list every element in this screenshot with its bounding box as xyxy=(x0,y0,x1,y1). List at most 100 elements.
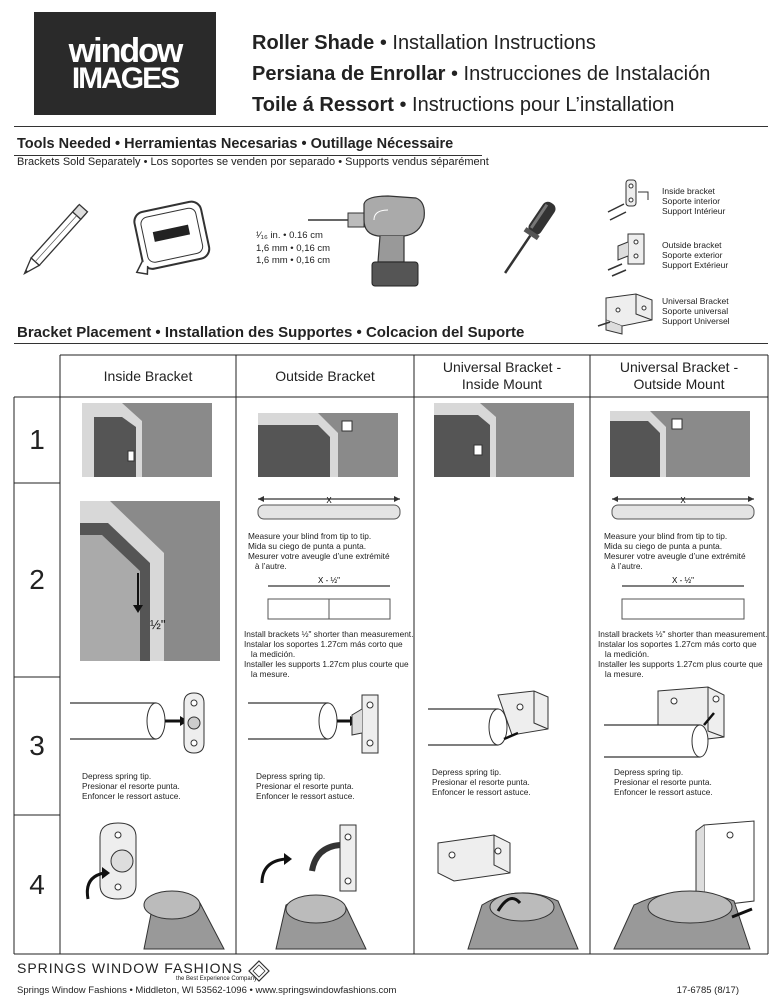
row-number: 2 xyxy=(29,564,45,595)
legend-line: Universal Bracket xyxy=(662,296,729,306)
measure-instructions: Measure your blind from tip to tip. Mida… xyxy=(248,531,390,571)
screwdriver-icon xyxy=(504,201,556,274)
roller-bracket-image xyxy=(248,694,379,754)
column-header: Inside Bracket xyxy=(103,367,193,384)
instruction-line: la mesure. xyxy=(598,669,644,679)
roller-bracket-image xyxy=(604,686,725,758)
document-number: 17-6785 (8/17) xyxy=(676,985,739,996)
instruction-line: la medición. xyxy=(598,649,650,659)
row-number: 4 xyxy=(29,868,45,900)
grid-lines xyxy=(13,354,769,955)
instruction-line: Enfoncer le ressort astuce. xyxy=(432,787,531,797)
title-en: Roller Shade • Installation Instructions xyxy=(252,32,596,54)
instruction-line: Mida su ciego de punta a punta. xyxy=(604,541,723,551)
legend-line: Support Universel xyxy=(662,316,730,326)
brand-logo: window IMAGES xyxy=(34,12,216,115)
drill-icon xyxy=(308,195,425,287)
title-block: Roller Shade • Installation Instructions… xyxy=(252,28,710,121)
instruction-line: à l’autre. xyxy=(248,561,287,571)
drill-bit-sizes: ¹⁄₁₆ in. • 0.16 cm 1,6 mm • 0,16 cm 1,6 … xyxy=(256,230,330,268)
outside-bracket-icon xyxy=(607,233,645,277)
legend-line: Support Intérieur xyxy=(662,206,726,216)
row-number: 1 xyxy=(29,424,45,455)
instruction-line: à l’autre. xyxy=(604,561,643,571)
window-corner-image xyxy=(82,403,212,477)
drill-size-line: ¹⁄₁₆ in. • 0.16 cm xyxy=(256,230,323,241)
company-address: Springs Window Fashions • Middleton, WI … xyxy=(17,985,397,996)
measure-x-half-label: X - ½" xyxy=(318,576,340,585)
instruction-line: Instalar los soportes 1.27cm más corto q… xyxy=(598,639,757,649)
divider xyxy=(14,126,768,127)
column-header: Universal Bracket - Outside Mount xyxy=(619,359,739,392)
spring-tip-instructions: Depress spring tip. Presionar el resorte… xyxy=(432,767,531,797)
roller-bracket-image xyxy=(428,690,549,746)
instruction-line: Depress spring tip. xyxy=(256,771,326,781)
instruction-line: Install brackets ½" shorter than measure… xyxy=(598,629,768,639)
instruction-line: Presionar el resorte punta. xyxy=(432,777,530,787)
column-header: Universal Bracket - Inside Mount xyxy=(442,359,562,392)
spring-tip-instructions: Depress spring tip. Presionar el resorte… xyxy=(82,771,181,801)
instruction-line: la medición. xyxy=(244,649,296,659)
measure-x-label: X xyxy=(680,496,686,505)
instruction-line: la mesure. xyxy=(244,669,290,679)
measure-x-label: X xyxy=(326,496,332,505)
instruction-line: Enfoncer le ressort astuce. xyxy=(256,791,355,801)
roller-insert-image xyxy=(437,834,579,950)
company-tagline: the Best Experience Company xyxy=(176,976,258,982)
legend-line: Outside bracket xyxy=(662,240,722,250)
divider xyxy=(14,343,768,344)
roller-bracket-image xyxy=(70,692,205,754)
title-fr: Toile á Ressort • Instructions pour L’in… xyxy=(252,94,675,116)
window-corner-image xyxy=(610,411,750,477)
install-instructions: Install brackets ½" shorter than measure… xyxy=(598,629,767,679)
legend-line: Soporte universal xyxy=(662,306,729,316)
instruction-line: Mesurer votre aveugle d’une extrémité xyxy=(248,551,390,561)
window-corner-image xyxy=(434,403,574,477)
tape-measure-icon xyxy=(133,200,211,276)
tools-heading: Tools Needed • Herramientas Necesarias •… xyxy=(17,136,454,152)
placement-grid: Inside Bracket Outside Bracket Universal… xyxy=(13,354,769,955)
instruction-line: Presionar el resorte punta. xyxy=(82,781,180,791)
instruction-line: Install brackets ½" shorter than measure… xyxy=(244,629,414,639)
company-name: SPRINGS WINDOW FASHIONS xyxy=(17,960,244,976)
spring-tip-instructions: Depress spring tip. Presionar el resorte… xyxy=(614,767,713,797)
legend-line: Soporte exterior xyxy=(662,250,723,260)
instruction-line: Depress spring tip. xyxy=(614,767,684,777)
logo-line-1: window xyxy=(68,31,184,70)
instruction-line: Presionar el resorte punta. xyxy=(614,777,712,787)
legend-line: Support Extérieur xyxy=(662,260,729,270)
instruction-line: Mesurer votre aveugle d’une extrémité xyxy=(604,551,746,561)
window-corner-image xyxy=(258,413,398,477)
tools-subheading: Brackets Sold Separately • Los soportes … xyxy=(17,156,489,168)
instruction-line: Measure your blind from tip to tip. xyxy=(604,531,728,541)
instruction-line: Enfoncer le ressort astuce. xyxy=(82,791,181,801)
placement-heading: Bracket Placement • Installation des Sup… xyxy=(17,324,525,341)
title-es: Persiana de Enrollar • Instrucciones de … xyxy=(252,63,711,85)
roller-insert-image xyxy=(85,822,225,950)
company-emblem xyxy=(248,960,270,982)
spring-tip-instructions: Depress spring tip. Presionar el resorte… xyxy=(256,771,355,801)
instruction-line: Enfoncer le ressort astuce. xyxy=(614,787,713,797)
instruction-line: Depress spring tip. xyxy=(82,771,152,781)
drill-size-line: 1,6 mm • 0,16 cm xyxy=(256,255,331,266)
logo-line-2: IMAGES xyxy=(71,61,180,95)
drill-size-line: 1,6 mm • 0,16 cm xyxy=(256,242,331,254)
instruction-line: Mida su ciego de punta a punta. xyxy=(248,541,367,551)
roller-insert-image xyxy=(613,820,755,950)
legend-universal-bracket: Universal Bracket Soporte universal Supp… xyxy=(662,296,730,326)
install-instructions: Install brackets ½" shorter than measure… xyxy=(244,629,413,679)
window-corner-closeup-image: ½" xyxy=(80,501,220,661)
instruction-line: Instalar los soportes 1.27cm más corto q… xyxy=(244,639,403,649)
measure-diagram: X X - ½" xyxy=(611,496,755,620)
measure-x-half-label: X - ½" xyxy=(672,576,694,585)
legend-inside-bracket: Inside bracket Soporte interior Support … xyxy=(662,186,725,216)
instruction-line: Depress spring tip. xyxy=(432,767,502,777)
instruction-line: Measure your blind from tip to tip. xyxy=(248,531,372,541)
pencil-icon xyxy=(23,203,89,276)
inside-bracket-icon xyxy=(607,179,649,221)
legend-line: Inside bracket xyxy=(662,186,715,196)
instruction-line: Installer les supports 1.27cm plus court… xyxy=(244,659,409,669)
instruction-line: Installer les supports 1.27cm plus court… xyxy=(598,659,763,669)
instruction-line: Presionar el resorte punta. xyxy=(256,781,354,791)
universal-bracket-icon xyxy=(597,293,653,335)
